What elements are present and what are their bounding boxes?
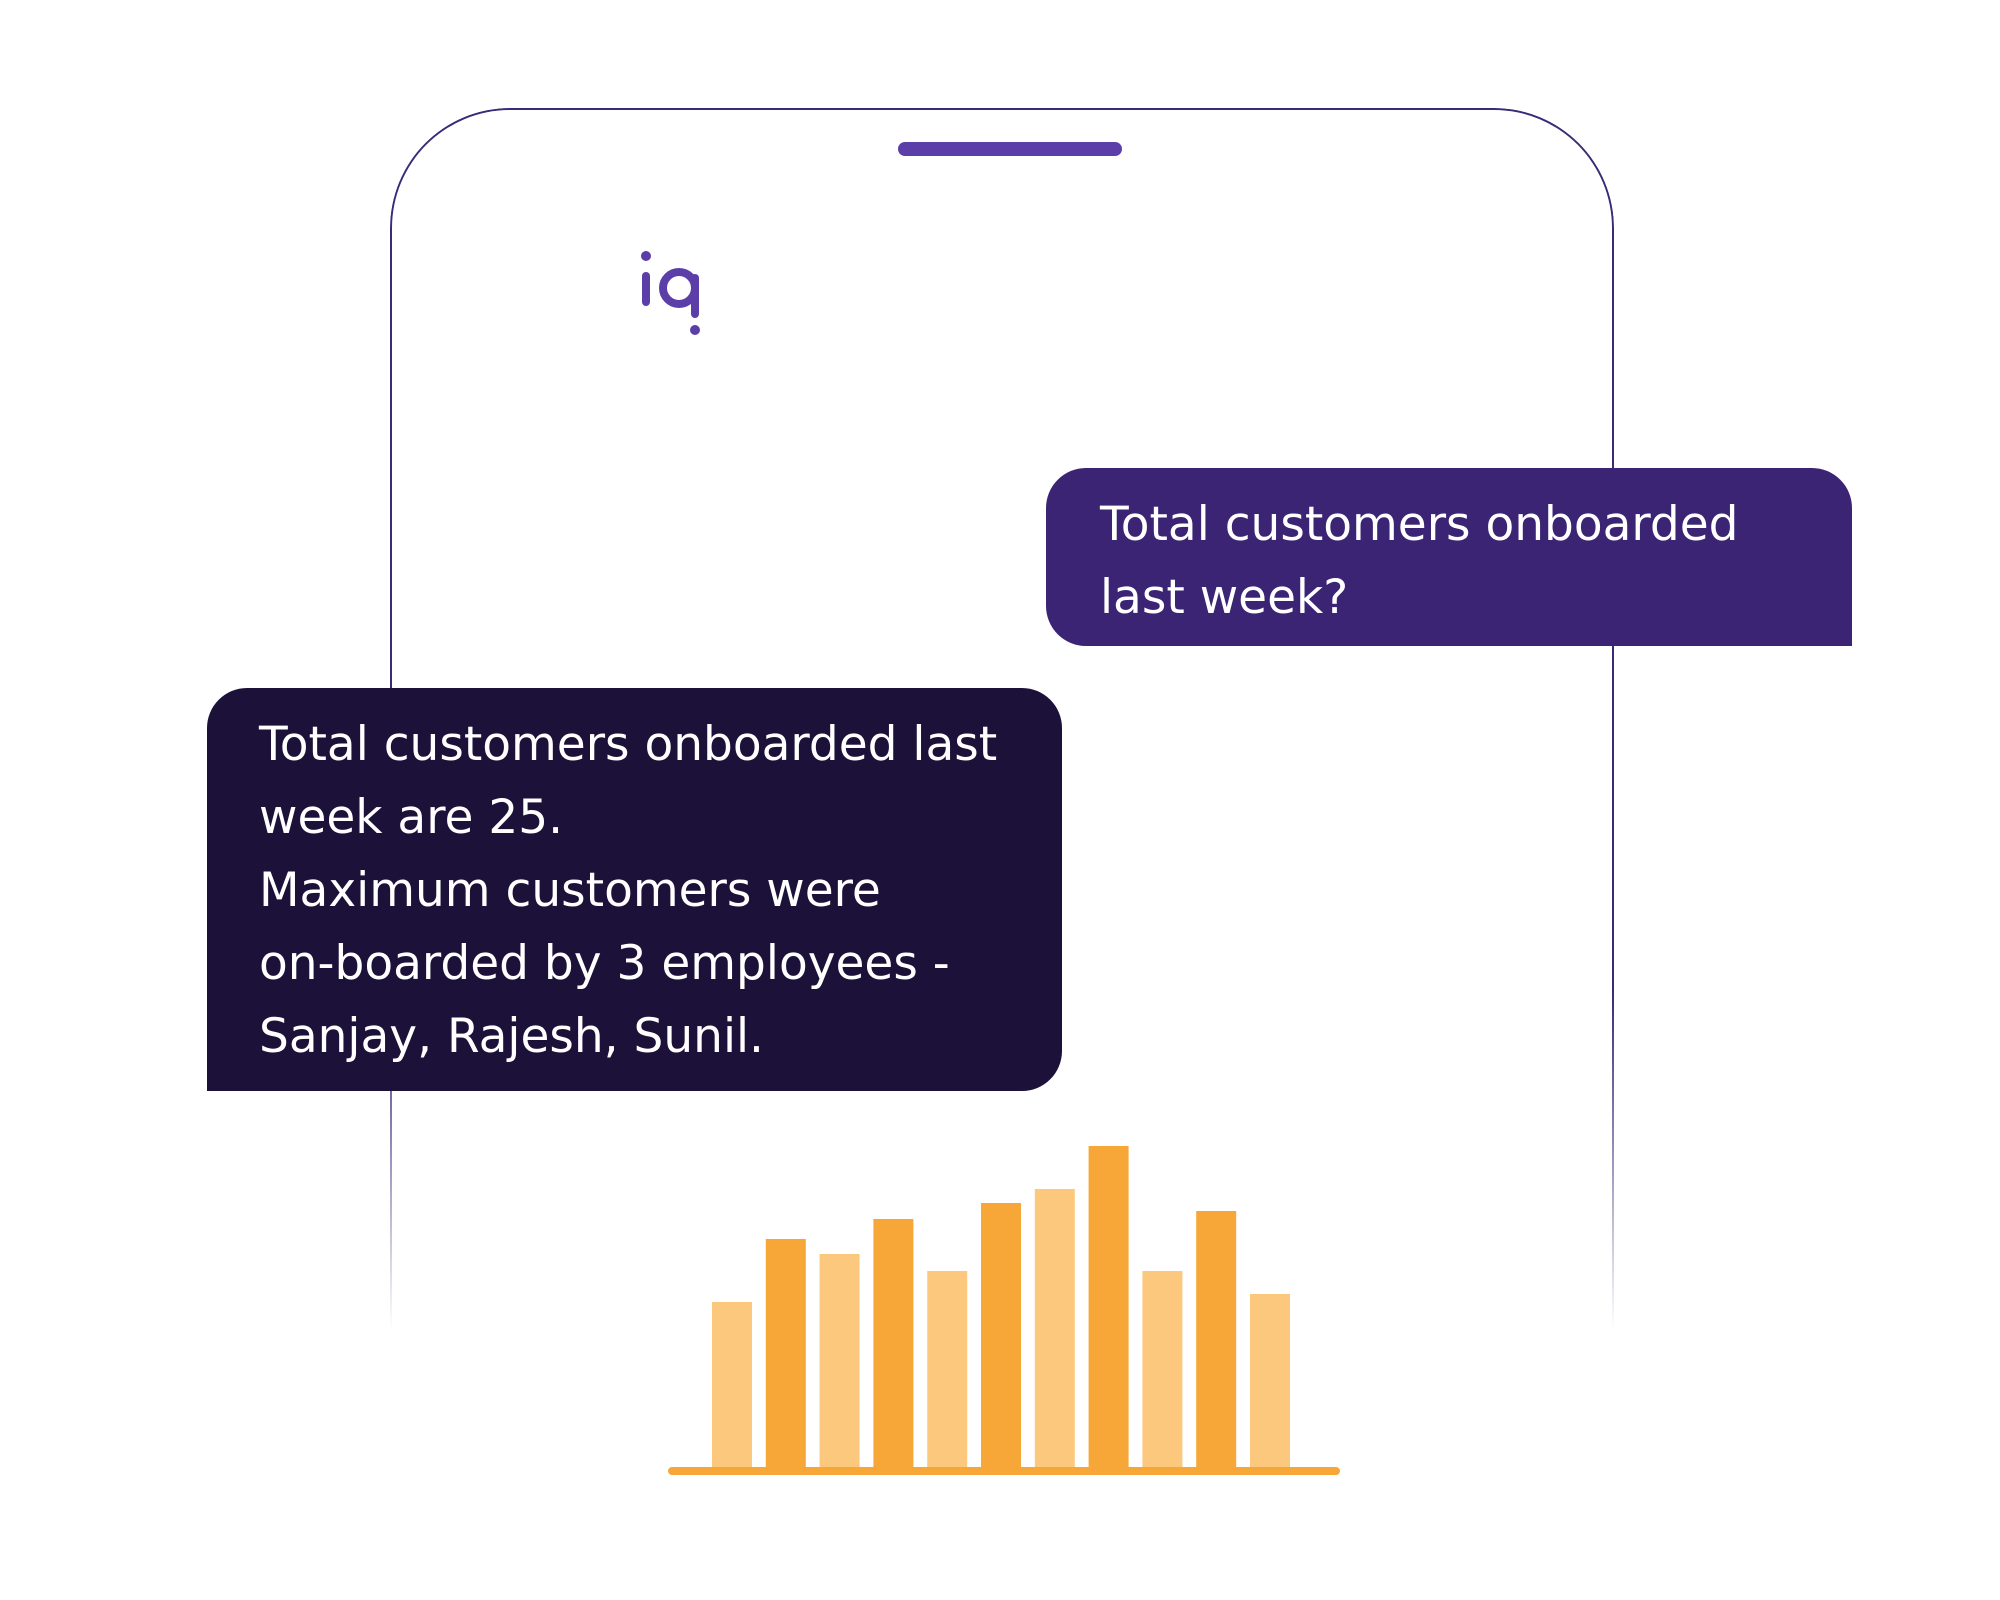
answer-line: week are 25. xyxy=(259,790,564,845)
chat-bubble-answer: Total customers onboarded last week are … xyxy=(207,688,1062,1091)
answer-line: Sanjay, Rajesh, Sunil. xyxy=(259,1009,764,1064)
chat-bubble-question: Total customers onboarded last week? xyxy=(1046,468,1852,646)
chart-bar xyxy=(873,1219,914,1468)
answer-line: Total customers onboarded last xyxy=(259,717,998,772)
chart-bar xyxy=(1250,1294,1290,1468)
chart-bar xyxy=(1088,1146,1129,1468)
chart-bar xyxy=(1034,1189,1075,1468)
chart-bar xyxy=(1142,1271,1183,1468)
chart-bar xyxy=(819,1254,860,1468)
chart-bar xyxy=(981,1203,1021,1468)
answer-line: on-boarded by 3 employees - xyxy=(259,936,950,991)
chart-bar xyxy=(1196,1211,1237,1468)
chart-bar xyxy=(712,1302,752,1468)
chart-bar xyxy=(765,1239,806,1468)
question-line: last week? xyxy=(1100,570,1349,625)
answer-line: Maximum customers were xyxy=(259,863,881,918)
iq-logo-icon xyxy=(641,251,700,335)
phone-notch xyxy=(898,142,1122,156)
iq-logo-shape xyxy=(641,251,700,335)
chart-bar xyxy=(927,1271,968,1468)
question-line: Total customers onboarded xyxy=(1100,497,1739,552)
